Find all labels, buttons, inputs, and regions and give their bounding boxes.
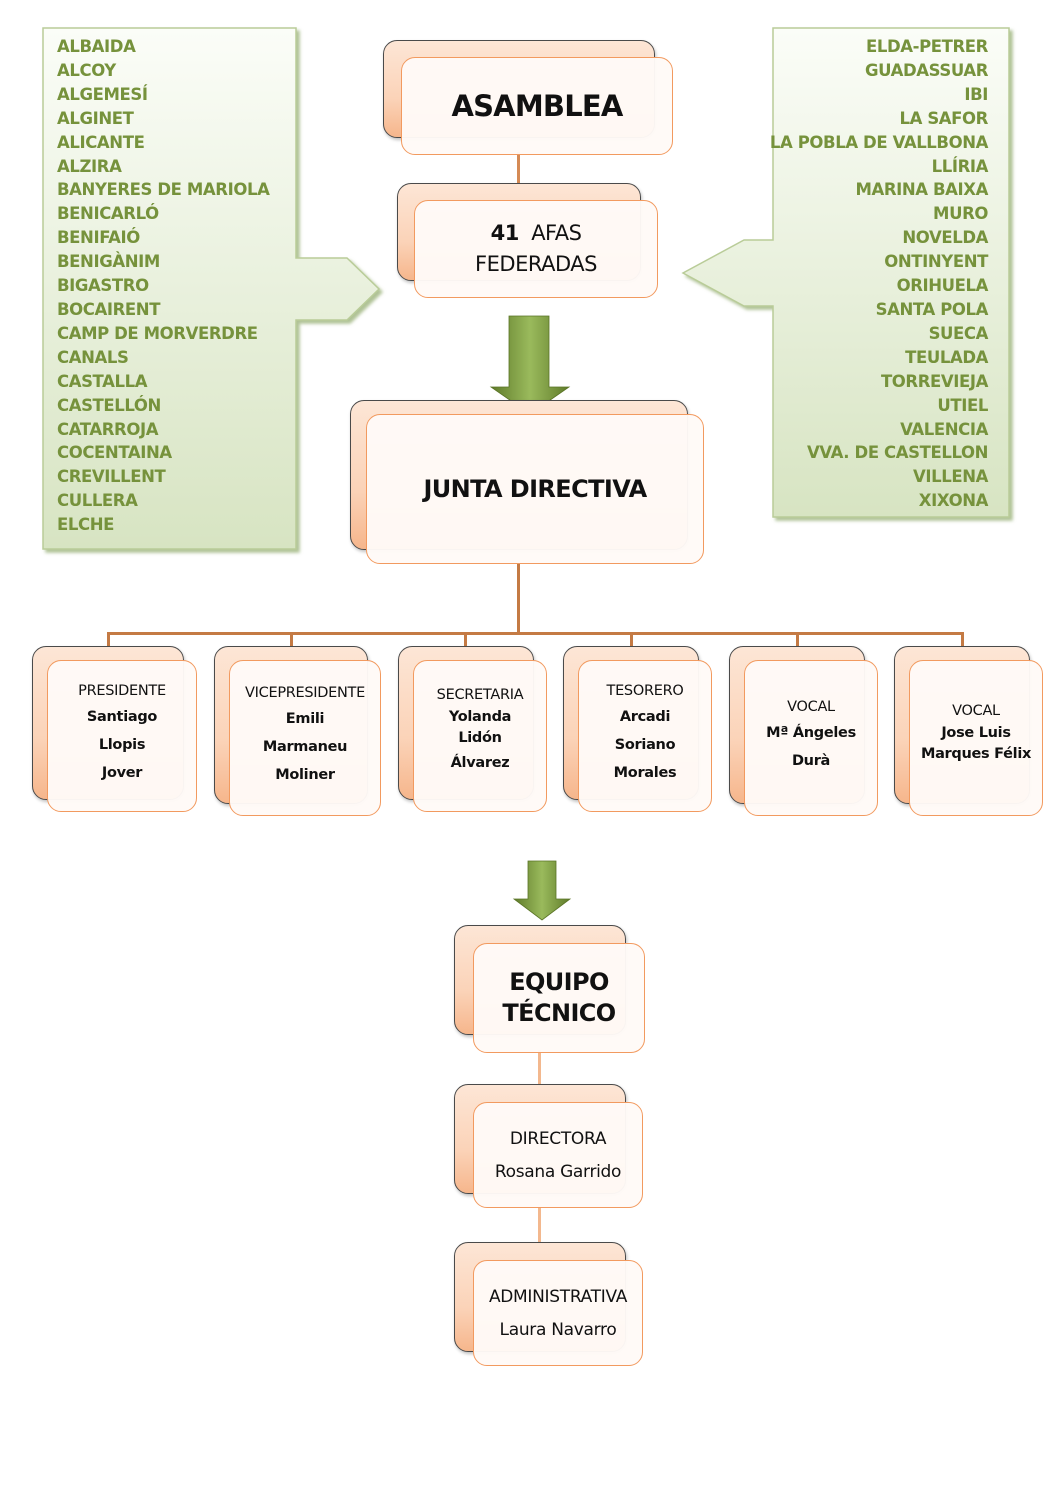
afa-item: ALCOY	[57, 60, 116, 80]
board-name-line: Soriano	[614, 737, 676, 753]
afa-item: BOCAIRENT	[57, 299, 161, 319]
afa-item: CANALS	[57, 347, 129, 367]
afa-item: COCENTAINA	[57, 443, 172, 463]
left-afas-list: ALBAIDA ALCOY ALGEMESÍ ALGINET ALICANTE …	[57, 35, 270, 537]
connector-board-bar	[107, 632, 963, 635]
directora-role: DIRECTORA	[509, 1129, 607, 1149]
right-afas-list: ELDA-PETRER GUADASSUAR IBI LA SAFOR LA P…	[688, 35, 988, 513]
afa-item: CATARROJA	[57, 419, 159, 439]
equipo-line2: TÉCNICO	[502, 999, 616, 1027]
afa-item: CAMP DE MORVERDRE	[57, 323, 258, 343]
afa-item: CASTALLA	[57, 371, 148, 391]
administrativa-name: Laura Navarro	[499, 1320, 617, 1340]
afa-item: IBI	[964, 84, 988, 104]
connector-equipo-directora	[538, 1050, 541, 1088]
connector-junta-down	[517, 563, 520, 635]
junta-directiva-title: JUNTA DIRECTIVA	[423, 474, 647, 503]
board-role: VOCAL	[787, 699, 835, 715]
administrativa-role: ADMINISTRATIVA	[488, 1287, 628, 1307]
afa-item: ORIHUELA	[896, 276, 989, 296]
afa-item: XIXONA	[918, 491, 989, 511]
afa-item: ONTINYENT	[884, 252, 988, 272]
directora-name: Rosana Garrido	[494, 1162, 622, 1182]
afa-item: SANTA POLA	[875, 299, 989, 319]
afa-item: BANYERES DE MARIOLA	[57, 180, 270, 200]
afa-item: TEULADA	[905, 347, 988, 367]
board-name-line: Álvarez	[450, 755, 510, 771]
connector-secretary	[464, 632, 467, 650]
connector-vocal-1	[796, 632, 799, 650]
afa-item: UTIEL	[937, 395, 988, 415]
board-name-line: Jover	[101, 765, 143, 781]
afa-item: ALGEMESÍ	[57, 84, 148, 104]
afas-count: 41	[490, 221, 520, 245]
board-name-line: Lidón	[458, 730, 502, 746]
afa-item: VVA. DE CASTELLON	[807, 443, 988, 463]
connector-treasurer	[630, 632, 633, 650]
afa-item: MURO	[933, 204, 988, 224]
board-name-line: Durà	[791, 753, 831, 769]
board-role: VOCAL	[952, 703, 1000, 719]
afas-label-line2: FEDERADAS	[475, 252, 597, 276]
afa-item: NOVELDA	[902, 228, 988, 248]
afa-item: BENIGÀNIM	[57, 252, 160, 272]
left-callout-shape	[42, 27, 381, 550]
equipo-line1: EQUIPO	[509, 968, 609, 996]
board-name-line: Moliner	[275, 767, 335, 783]
afa-item: BENICARLÓ	[57, 204, 159, 224]
afa-item: ALGINET	[57, 108, 134, 128]
afa-item: ELDA-PETRER	[865, 37, 988, 56]
afa-item: CASTELLÓN	[57, 395, 161, 415]
board-name-line: Marmaneu	[262, 739, 348, 755]
board-name-line: Emili	[285, 711, 325, 727]
connector-asamblea-afas	[517, 152, 520, 188]
afa-item: ALZIRA	[57, 156, 122, 176]
afa-item: MARINA BAIXA	[855, 180, 988, 200]
board-name-line: Santiago	[86, 709, 158, 725]
afa-item: SUECA	[928, 323, 989, 343]
board-name-line: Arcadi	[619, 709, 671, 725]
afa-item: LA POBLA DE VALLBONA	[769, 132, 988, 152]
connector-vicepresident	[290, 632, 293, 650]
board-role: PRESIDENTE	[78, 683, 166, 699]
board-name-line: Morales	[613, 765, 677, 781]
board-role: SECRETARIA	[436, 687, 524, 703]
board-name-line: Llopis	[98, 737, 146, 753]
afa-item: ALBAIDA	[57, 37, 136, 56]
asamblea-title: ASAMBLEA	[451, 89, 623, 123]
connector-president	[107, 632, 110, 650]
down-arrow-small-icon	[512, 860, 572, 921]
board-name-line: Yolanda	[448, 709, 512, 725]
afa-item: GUADASSUAR	[864, 60, 988, 80]
connector-vocal-2	[961, 632, 964, 650]
board-role: VICEPRESIDENTE	[245, 685, 365, 701]
afa-item: TORREVIEJA	[880, 371, 988, 391]
connector-directora-admin	[538, 1208, 541, 1248]
afa-item: CULLERA	[57, 491, 138, 511]
board-role: TESORERO	[606, 683, 684, 699]
afa-item: CREVILLENT	[57, 467, 166, 487]
afa-item: BIGASTRO	[57, 276, 149, 296]
afa-item: VILLENA	[913, 467, 988, 487]
afa-item: LLÍRIA	[931, 156, 989, 176]
board-name-line: Mª Ángeles	[766, 725, 856, 741]
afa-item: LA SAFOR	[899, 108, 989, 128]
board-name-line: Marques Félix	[920, 746, 1032, 762]
right-callout-shape	[681, 27, 1010, 518]
afa-item: VALENCIA	[900, 419, 988, 439]
afa-item: ELCHE	[57, 515, 114, 535]
board-name-line: Jose Luis	[941, 725, 1011, 741]
afa-item: BENIFAIÓ	[57, 228, 140, 248]
afa-item: ALICANTE	[57, 132, 145, 152]
afas-label-line1: AFAS	[531, 221, 582, 245]
